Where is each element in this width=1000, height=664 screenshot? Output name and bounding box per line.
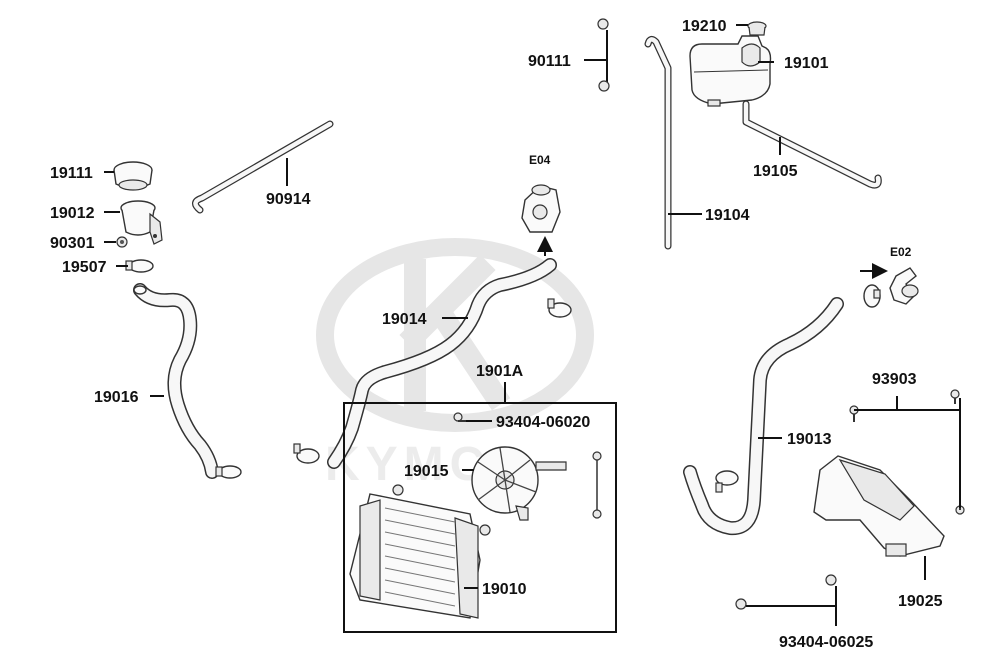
- label-90914: 90914: [266, 191, 311, 208]
- clamp-19014-upper-part: [547, 298, 572, 318]
- label-e02: E02: [890, 245, 912, 259]
- label-19507: 19507: [62, 259, 107, 276]
- label-19025: 19025: [898, 593, 943, 610]
- label-93404-06020: 93404-06020: [496, 414, 590, 431]
- thermostat-housing-e04-part: [521, 184, 561, 233]
- tube-19104-part: [644, 35, 672, 250]
- label-93404-06025: 93404-06025: [779, 634, 873, 651]
- clamp-19014-lower-part: [293, 443, 320, 464]
- screw-93404-06020-part: [453, 412, 466, 422]
- label-1901a: 1901A: [476, 363, 524, 380]
- fitting-e02-part: [889, 267, 919, 305]
- bolts-93404-06025-part: [735, 574, 837, 610]
- link-90111-part: [597, 18, 610, 92]
- label-19105: 19105: [753, 163, 798, 180]
- label-19014: 19014: [382, 311, 427, 328]
- clamp-19013-upper-part: [863, 284, 881, 308]
- filler-neck-part: [120, 200, 163, 245]
- label-19016: 19016: [94, 389, 139, 406]
- label-90301: 90301: [50, 235, 95, 252]
- fan-mounting-screws-part: [592, 451, 602, 519]
- reservoir-tank-19101-part: [689, 35, 772, 107]
- label-19111: 19111: [50, 165, 93, 182]
- brand-watermark: KYMCO: [316, 238, 594, 491]
- fan-radiator-assembly-box: [343, 402, 617, 633]
- label-19101: 19101: [784, 55, 829, 72]
- label-93903: 93903: [872, 371, 917, 388]
- label-e04: E04: [529, 153, 551, 167]
- label-19010: 19010: [482, 581, 527, 598]
- shroud-19025-part: [813, 455, 945, 557]
- hose-19013-part: [683, 297, 844, 536]
- hose-19016-part: [133, 283, 219, 479]
- label-19012: 19012: [50, 205, 95, 222]
- clamp-19016-end-part: [215, 465, 242, 479]
- label-90111: 90111: [528, 53, 571, 70]
- fan-19015-part: [471, 446, 567, 521]
- leader-lines: [104, 24, 961, 626]
- label-19210: 19210: [682, 18, 727, 35]
- label-19104: 19104: [705, 207, 750, 224]
- label-19015: 19015: [404, 463, 449, 480]
- reservoir-cap-19210-part: [747, 21, 767, 36]
- tube-90914-part: [192, 120, 334, 214]
- radiator-cap-part: [113, 161, 153, 191]
- hose-19014-part: [327, 258, 557, 469]
- radiator-19010-part: [349, 484, 491, 619]
- label-19013: 19013: [787, 431, 832, 448]
- clamp-19013-lower-part: [715, 470, 739, 493]
- tube-19105-part: [742, 100, 882, 189]
- bolt-90301-part: [116, 236, 128, 248]
- clamp-19507-part: [125, 259, 154, 273]
